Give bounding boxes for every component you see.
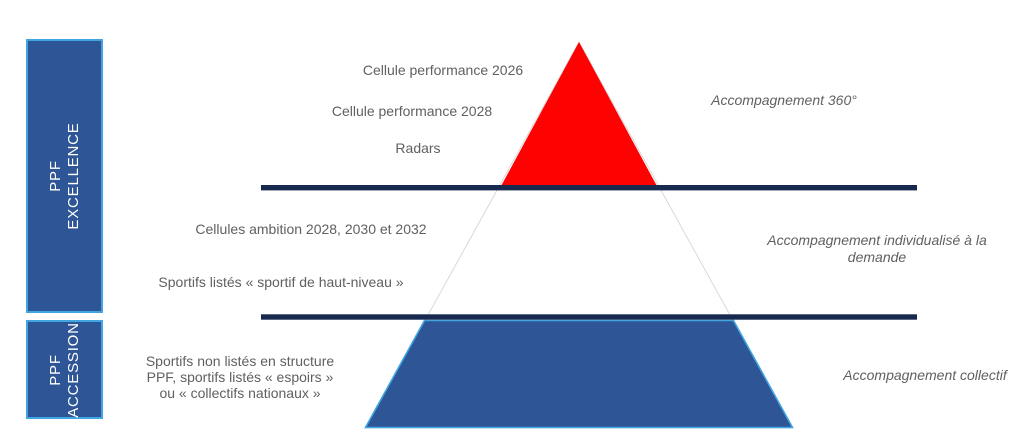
label-radars: Radars bbox=[395, 140, 441, 156]
sidebar-ppf-accession-line2: ACCESSION bbox=[64, 321, 82, 418]
sidebar-ppf-excellence-line1: PPF bbox=[46, 160, 64, 192]
label-accompagnement-360: Accompagnement 360° bbox=[711, 92, 857, 108]
sidebar-ppf-accession-label: PPF ACCESSION bbox=[47, 322, 83, 418]
sidebar-ppf-excellence: PPF EXCELLENCE bbox=[26, 39, 103, 313]
label-accompagnement-collectif: Accompagnement collectif bbox=[843, 367, 1007, 383]
pyramid-tier-bottom-blue-trapezoid bbox=[364, 319, 794, 429]
label-sportifs-non-listes: Sportifs non listés en structure PPF, sp… bbox=[146, 353, 334, 401]
label-cellule-performance-2026: Cellule performance 2026 bbox=[362, 62, 524, 78]
sidebar-ppf-accession: PPF ACCESSION bbox=[26, 320, 103, 419]
divider-line-top bbox=[261, 185, 917, 191]
label-sportifs-non-listes-line1: Sportifs non listés en structure bbox=[145, 353, 335, 369]
sidebar-ppf-excellence-line2: EXCELLENCE bbox=[64, 122, 82, 230]
sidebar-ppf-accession-line1: PPF bbox=[46, 353, 64, 386]
label-cellule-performance-2028: Cellule performance 2028 bbox=[331, 103, 493, 119]
label-sportifs-non-listes-line2: PPF, sportifs listés « espoirs » bbox=[146, 369, 334, 385]
label-accompagnement-individualise: Accompagnement individualisé à la demand… bbox=[767, 232, 987, 265]
label-sportifs-listes: Sportifs listés « sportif de haut-niveau… bbox=[158, 274, 404, 290]
sidebar-ppf-excellence-label: PPF EXCELLENCE bbox=[47, 122, 83, 229]
label-sportifs-non-listes-line3: ou « collectifs nationaux » bbox=[159, 385, 321, 401]
divider-line-bottom bbox=[261, 314, 917, 320]
label-cellules-ambition: Cellules ambition 2028, 2030 et 2032 bbox=[195, 221, 427, 237]
pyramid-tier-top-red-triangle bbox=[500, 42, 658, 188]
